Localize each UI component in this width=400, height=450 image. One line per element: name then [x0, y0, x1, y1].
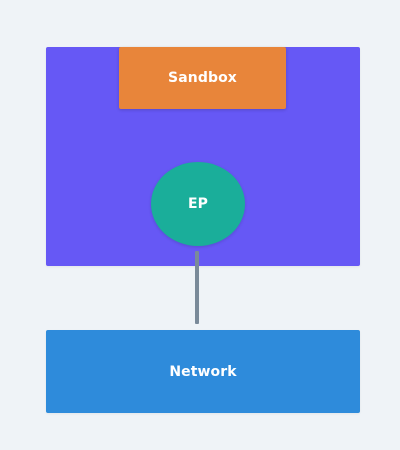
network-node: Network: [46, 330, 360, 413]
endpoint-node: EP: [151, 162, 245, 246]
network-label: Network: [169, 363, 237, 380]
endpoint-network-link: [195, 251, 199, 324]
sandbox-node: Sandbox: [119, 47, 286, 109]
sandbox-label: Sandbox: [168, 70, 237, 86]
endpoint-label: EP: [187, 196, 209, 212]
